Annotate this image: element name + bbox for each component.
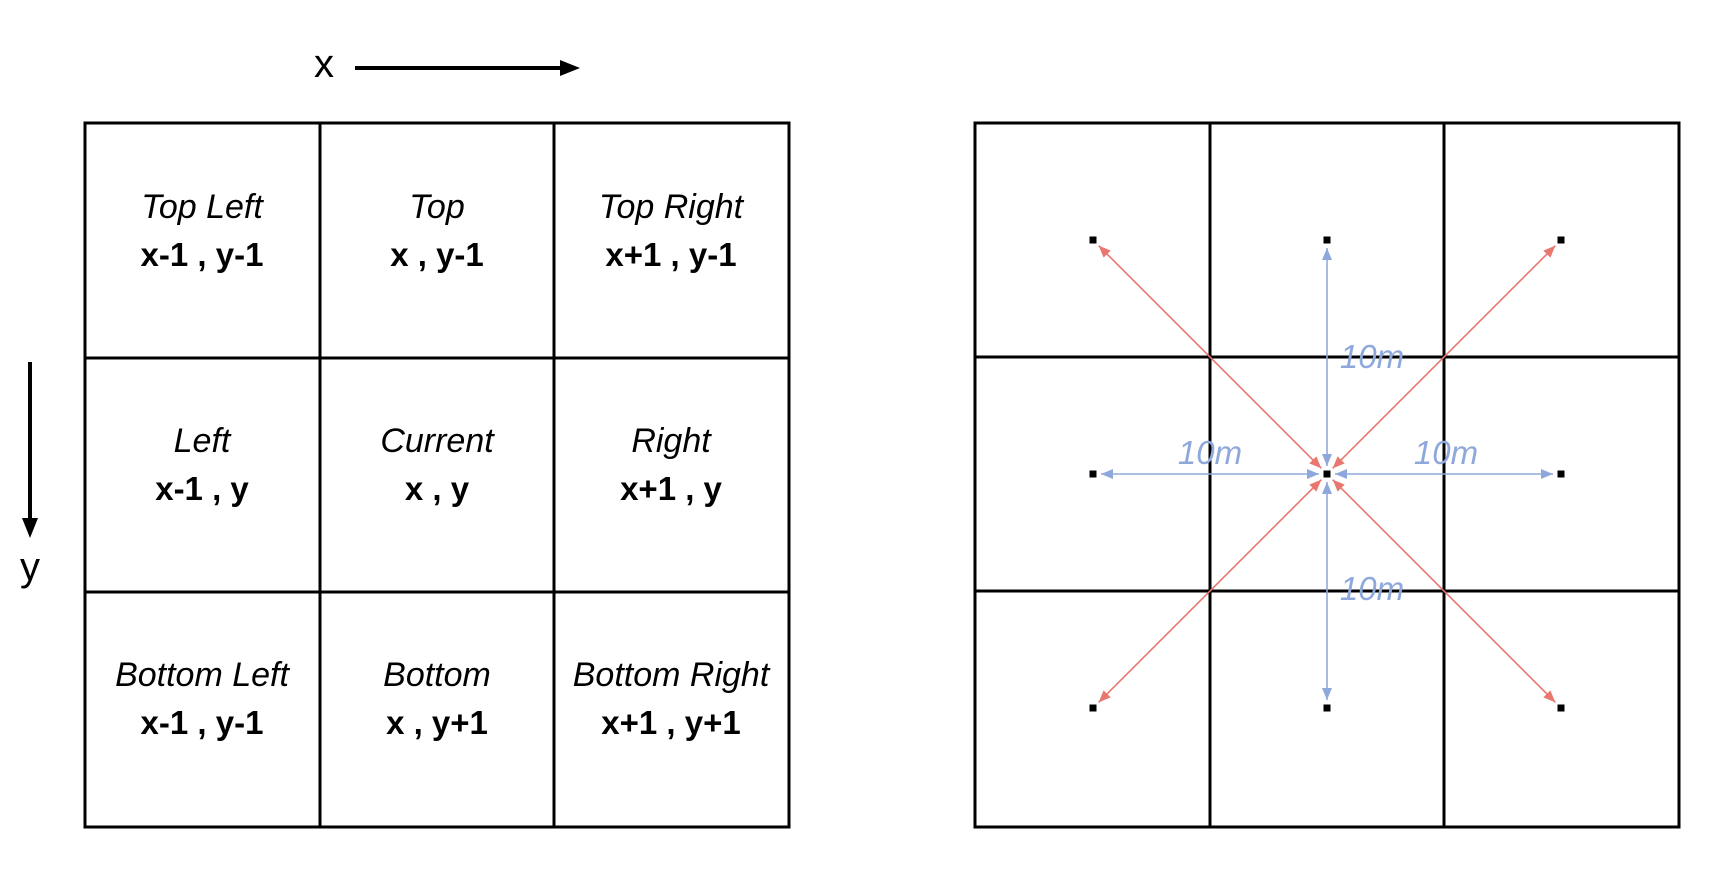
y-axis-indicator: y [20,362,40,589]
cell-name: Top Right [599,188,745,226]
neighbor-grid-border [83,121,791,829]
cell-center-dot-right [1557,470,1565,478]
distance-arrows [1098,245,1556,703]
cell-center-dot-top-right [1557,236,1565,244]
cell-center-dot-top [1323,236,1331,244]
distance-grid: 10m 10m 10m 10m [973,121,1681,829]
grid-cell-middle-right: Right x+1 , y [620,422,722,507]
grid-cell-bottom-right: Bottom Right x+1 , y+1 [573,656,771,741]
x-axis-label: x [314,42,334,86]
cell-name: Left [174,422,232,460]
y-axis-arrowhead [22,518,38,538]
distance-arrow-bottom-left [1098,479,1322,703]
distance-label-right: 10m [1414,434,1478,471]
grid-cell-middle-center: Current x , y [380,422,495,507]
distance-label-top: 10m [1340,338,1404,375]
grid-cell-top-right: Top Right x+1 , y-1 [599,188,745,273]
cell-coordinate: x , y-1 [390,236,484,273]
distance-arrow-right [1335,469,1553,479]
distance-arrow-left [1101,469,1319,479]
cell-center-dot-bottom [1323,704,1331,712]
cell-center-dot-left [1089,470,1097,478]
cell-name: Current [380,422,495,460]
cell-name: Top [409,188,464,226]
cell-center-dot-top-left [1089,236,1097,244]
cell-coordinate: x , y [405,470,470,507]
cell-coordinate: x , y+1 [386,704,488,741]
grid-cell-top-left: Top Left x-1 , y-1 [141,188,265,273]
distance-arrow-top-left [1098,245,1322,469]
grid-cell-top-center: Top x , y-1 [390,188,484,273]
cell-name: Top Left [141,188,264,226]
cell-name: Bottom Left [115,656,290,694]
distance-label-bottom: 10m [1340,570,1404,607]
x-axis-indicator: x [314,42,580,86]
cell-name: Bottom Right [573,656,771,694]
distance-label-left: 10m [1178,434,1242,471]
neighbor-grid: Top Left x-1 , y-1 Top x , y-1 Top Right x+1 … [83,121,791,829]
cell-coordinate: x-1 , y-1 [141,236,264,273]
cell-coordinate: x+1 , y [620,470,722,507]
distance-grid-border [973,121,1681,829]
cell-center-dot-center [1323,470,1331,478]
grid-cell-bottom-left: Bottom Left x-1 , y-1 [115,656,290,741]
cell-coordinate: x-1 , y-1 [141,704,264,741]
cell-coordinate: x+1 , y+1 [601,704,740,741]
distance-arrow-bottom-right [1332,479,1556,703]
cell-center-dot-bottom-left [1089,704,1097,712]
cell-name: Bottom [383,656,491,694]
x-axis-arrowhead [560,60,580,76]
cell-coordinate: x+1 , y-1 [605,236,736,273]
distance-arrow-top-right [1332,245,1556,469]
cell-name: Right [631,422,712,460]
cell-coordinate: x-1 , y [155,470,249,507]
grid-cell-middle-left: Left x-1 , y [155,422,249,507]
cell-center-dots [1089,236,1565,712]
cell-center-dot-bottom-right [1557,704,1565,712]
grid-cell-bottom-center: Bottom x , y+1 [383,656,491,741]
distance-arrow-top [1322,248,1332,466]
distance-arrow-bottom [1322,482,1332,700]
y-axis-label: y [20,545,40,589]
